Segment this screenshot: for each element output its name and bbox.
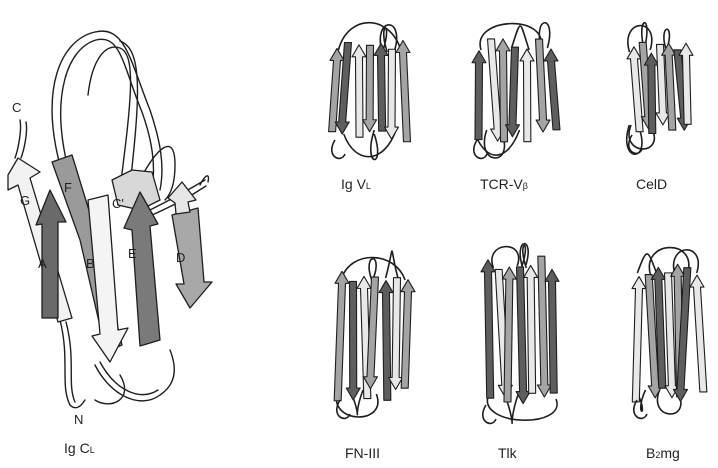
strand-g-label: G bbox=[20, 193, 30, 208]
strand-c-prime-label: C' bbox=[112, 196, 124, 211]
strand-a-label: A bbox=[38, 256, 47, 271]
beta-strand bbox=[536, 39, 551, 132]
beta-strand bbox=[690, 275, 707, 392]
caption-ig-vl-base: Ig V bbox=[341, 176, 366, 192]
caption-b2mg: B2mg bbox=[646, 445, 680, 461]
strand-b-label: B bbox=[86, 256, 95, 271]
caption-ig-cl-base: Ig C bbox=[64, 440, 90, 456]
thumbnail-tcrv bbox=[472, 23, 560, 159]
beta-strand bbox=[363, 45, 377, 131]
strand-d-label: D bbox=[176, 250, 185, 265]
n-terminus-label: N bbox=[74, 412, 83, 427]
caption-tcr-v-sub: β bbox=[523, 181, 528, 191]
loop bbox=[637, 254, 657, 275]
caption-tcr-v-base: TCR-V bbox=[480, 176, 523, 192]
caption-b2mg-base: B bbox=[646, 445, 655, 461]
beta-strand bbox=[472, 51, 486, 140]
terminal-tail bbox=[332, 140, 345, 158]
beta-strand bbox=[352, 45, 366, 137]
thumbnail-tlk bbox=[481, 244, 559, 424]
beta-strand bbox=[632, 277, 646, 402]
strand-e bbox=[124, 192, 160, 346]
beta-strand bbox=[374, 44, 388, 132]
domain-thumbnails bbox=[329, 23, 707, 424]
beta-strand bbox=[481, 260, 495, 398]
caption-ig-vl-sub: L bbox=[366, 181, 371, 191]
thumbnail-celd bbox=[627, 23, 693, 155]
thumbnail-b2mg bbox=[632, 248, 707, 419]
caption-fn-iii: FN-III bbox=[345, 445, 380, 461]
loop bbox=[512, 26, 530, 50]
strand-e-label: E bbox=[128, 246, 137, 261]
beta-strand bbox=[334, 271, 349, 400]
caption-ig-cl-sub: L bbox=[90, 445, 95, 455]
caption-tlk: Tlk bbox=[498, 445, 517, 461]
loop bbox=[386, 251, 399, 280]
caption-celd: CelD bbox=[636, 176, 667, 192]
beta-strand bbox=[520, 49, 534, 142]
beta-strand bbox=[384, 49, 398, 139]
thumbnail-igvl bbox=[329, 23, 411, 160]
caption-ig-cl: Ig CL bbox=[64, 440, 95, 456]
caption-fn-iii-base: FN-III bbox=[345, 445, 380, 461]
c-terminus-label: C bbox=[12, 100, 21, 115]
caption-celd-base: CelD bbox=[636, 176, 667, 192]
loop bbox=[522, 245, 526, 268]
caption-ig-vl: Ig VL bbox=[341, 176, 371, 192]
strand-f-label: F bbox=[64, 180, 72, 195]
beta-strand bbox=[401, 280, 415, 388]
thumbnail-fn3 bbox=[334, 251, 415, 418]
caption-tlk-base: Tlk bbox=[498, 445, 517, 461]
caption-b2mg-suffix: mg bbox=[660, 445, 679, 461]
loop bbox=[492, 247, 519, 268]
beta-strand bbox=[346, 281, 360, 400]
caption-tcr-v: TCR-Vβ bbox=[480, 176, 528, 192]
